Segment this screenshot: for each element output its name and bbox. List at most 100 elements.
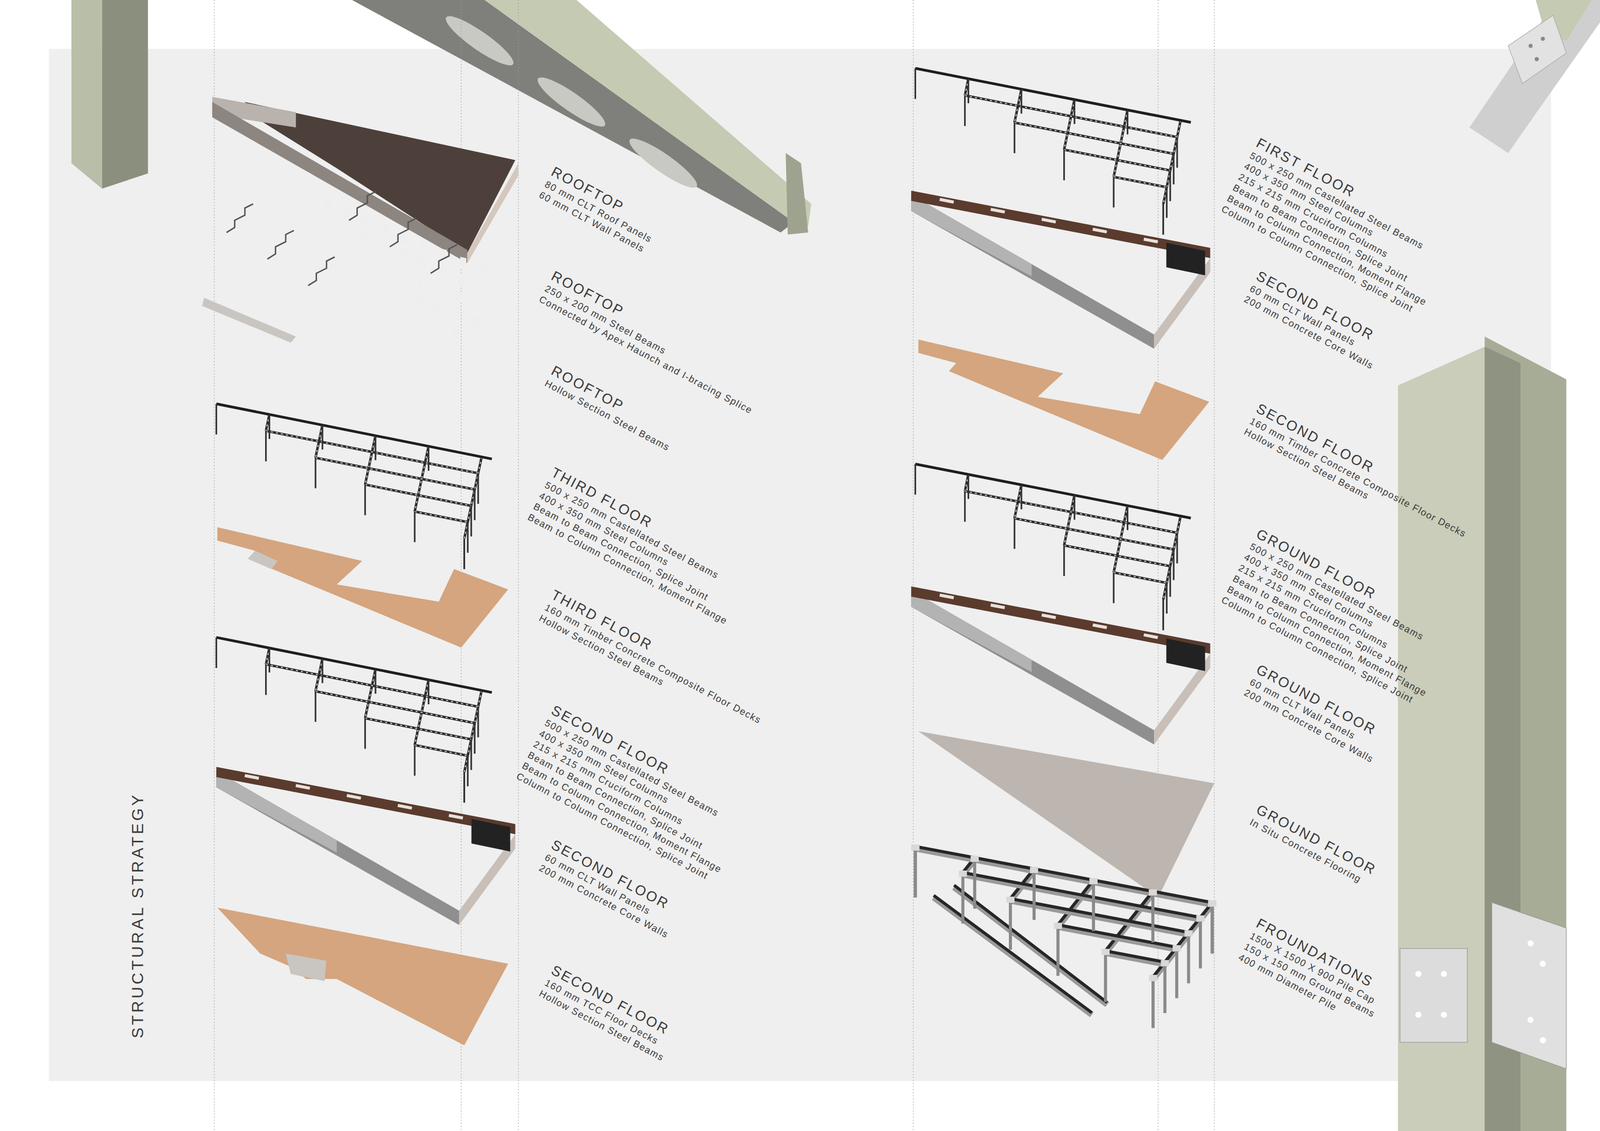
steel-column: [1112, 572, 1115, 604]
guide-line: [913, 0, 914, 1131]
pile: [961, 876, 965, 924]
steel-column: [964, 491, 966, 523]
steel-beam: [266, 430, 479, 474]
roof-opening: [479, 265, 486, 278]
pile: [1163, 966, 1167, 1014]
roof-opening: [417, 274, 424, 287]
steel-column: [463, 772, 466, 803]
wall-opening: [990, 603, 1005, 610]
roof-opening: [378, 258, 385, 271]
roof-opening: [460, 257, 467, 270]
floor-opening: [285, 953, 327, 982]
steel-column: [463, 772, 466, 803]
wall-opening: [990, 207, 1005, 214]
steel-column: [1020, 89, 1022, 114]
roof-opening: [382, 224, 389, 237]
wall-opening: [295, 784, 310, 790]
wall-opening: [939, 593, 954, 600]
steel-column: [914, 464, 917, 495]
pile: [913, 850, 917, 898]
steel-beam: [414, 745, 468, 756]
concrete-core: [1166, 638, 1205, 672]
steel-beam: [464, 690, 482, 773]
pile-cap: [970, 855, 979, 862]
roof-opening: [400, 249, 407, 263]
pile: [1056, 929, 1060, 977]
pile: [973, 862, 977, 910]
bolt: [1415, 971, 1422, 978]
steel-beam: [1113, 176, 1167, 188]
roof-opening: [341, 224, 348, 238]
steel-beam: [1064, 495, 1075, 546]
wall-opening: [1143, 237, 1159, 244]
steel-column: [467, 522, 469, 553]
steel-beam: [364, 718, 472, 740]
bolt: [1528, 43, 1533, 48]
steel-column: [473, 723, 476, 754]
roof-opening: [477, 282, 484, 295]
roof-beam: [390, 218, 417, 247]
guide-line: [214, 0, 215, 1131]
steel-beam: [1113, 572, 1167, 584]
steel-column: [314, 691, 316, 723]
tcc-floor-deck: [217, 908, 508, 1046]
steel-column: [374, 435, 377, 461]
clt-wall: [911, 586, 1210, 655]
steel-column: [473, 489, 476, 521]
ground-beam: [953, 887, 1108, 1005]
steel-column: [1176, 533, 1178, 564]
steel-beam: [1064, 495, 1075, 546]
steel-column: [101, 0, 148, 189]
pile: [1210, 907, 1214, 954]
steel-beam: [464, 457, 482, 539]
roof-opening: [419, 257, 426, 271]
wall-opening: [448, 813, 464, 820]
steel-beam: [414, 745, 468, 756]
pile: [1210, 907, 1214, 954]
steel-beam: [1064, 99, 1075, 151]
roof-opening: [475, 298, 482, 312]
steel-column: [470, 505, 472, 537]
exploded-layers: [202, 0, 1217, 1131]
pile-cap: [958, 870, 968, 877]
steel-beam: [965, 491, 1178, 534]
ground-beam: [933, 895, 1093, 1013]
steel-column: [427, 679, 430, 705]
concrete-core: [471, 819, 510, 853]
steel-bracket: [1469, 0, 1600, 154]
steel-column: [1126, 109, 1129, 135]
steel-beam: [1163, 120, 1181, 205]
pile-cap: [1006, 897, 1015, 904]
steel-column: [914, 68, 917, 100]
ground-beam: [1057, 925, 1177, 948]
steel-beam: [1014, 122, 1174, 154]
wall-opening: [939, 198, 954, 204]
clt-wall: [911, 190, 1210, 259]
wall-opening: [1041, 217, 1057, 224]
pile: [1175, 951, 1179, 999]
steel-column: [321, 425, 324, 451]
pile: [913, 850, 917, 898]
roof-opening: [452, 324, 459, 338]
steel-beam: [364, 669, 376, 719]
steel-beam: [1163, 120, 1181, 205]
wall-opening: [1092, 623, 1108, 629]
steel-beam: [1113, 572, 1167, 584]
steel-column: [470, 739, 472, 771]
steel-column: [1169, 566, 1172, 598]
steel-column: [1162, 204, 1165, 235]
pile: [1032, 873, 1036, 921]
splice-plate: [1508, 15, 1567, 84]
steel-beam: [464, 457, 482, 539]
pile-cap: [1207, 900, 1216, 907]
steel-column: [413, 745, 416, 777]
apex-plate: [202, 297, 296, 343]
roof-opening: [456, 290, 463, 304]
steel-column: [265, 430, 267, 462]
roof-opening: [415, 291, 422, 304]
pile: [1151, 895, 1155, 943]
wall-opening: [244, 774, 260, 781]
roof-opening: [436, 282, 443, 296]
steel-column: [71, 0, 103, 189]
